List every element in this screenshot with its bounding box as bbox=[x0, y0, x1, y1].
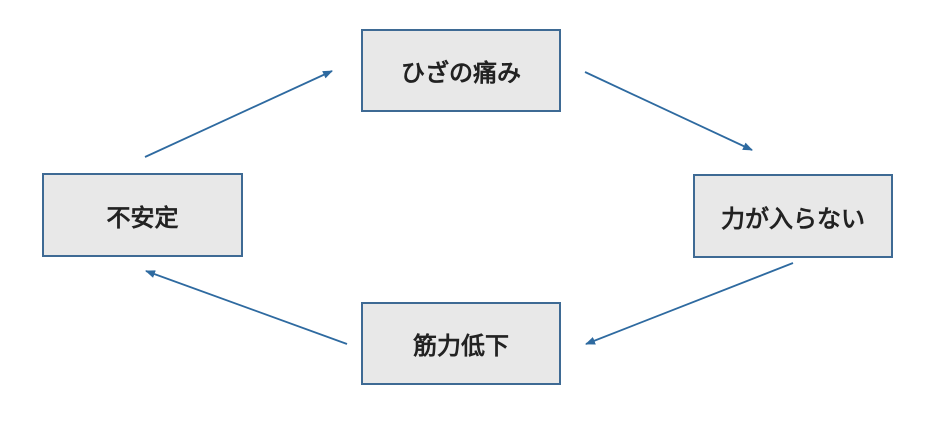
node-instability: 不安定 bbox=[42, 173, 243, 257]
arrow-bottom-to-left bbox=[145, 270, 348, 345]
node-muscle-weakness: 筋力低下 bbox=[361, 302, 561, 385]
arrow-right-to-bottom bbox=[585, 262, 794, 345]
node-instability-label: 不安定 bbox=[106, 203, 179, 232]
node-muscle-weakness-label: 筋力低下 bbox=[413, 332, 509, 360]
arrow-top-to-right bbox=[584, 71, 753, 151]
node-knee-pain: ひざの痛み bbox=[361, 29, 561, 112]
arrow-left-to-top bbox=[144, 70, 333, 158]
node-knee-pain-label: ひざの痛み bbox=[401, 59, 521, 87]
node-no-strength: 力が入らない bbox=[693, 174, 893, 258]
node-no-strength-label: 力が入らない bbox=[721, 204, 865, 233]
